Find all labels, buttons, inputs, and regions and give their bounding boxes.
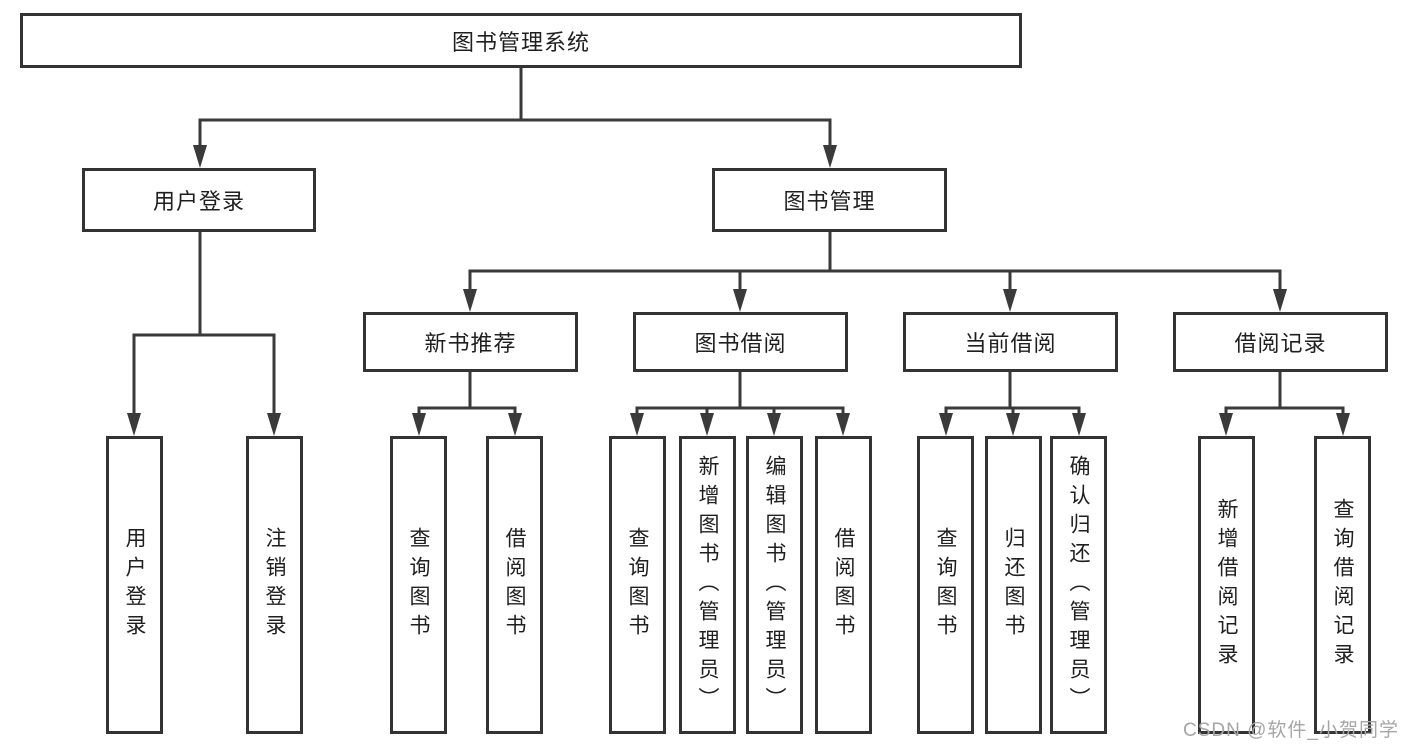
node-label: 当前借阅: [964, 331, 1057, 356]
node-new-book-recommend: 新书推荐: [363, 312, 578, 372]
leaf-query-books-borrow: 查询图书: [609, 436, 666, 734]
node-label: 新增借阅记录: [1215, 498, 1238, 672]
leaf-query-books-recommend: 查询图书: [390, 436, 447, 734]
node-label: 借阅记录: [1234, 331, 1327, 356]
node-label: 新书推荐: [424, 331, 517, 356]
node-label: 归还图书: [1002, 527, 1025, 643]
node-label: 查询借阅记录: [1331, 498, 1354, 672]
node-label: 用户登录: [123, 527, 146, 643]
node-borrow-records: 借阅记录: [1173, 312, 1388, 372]
node-label: 图书管理: [783, 189, 876, 214]
node-user-login: 用户登录: [82, 168, 316, 232]
node-label: 用户登录: [152, 189, 245, 214]
node-book-borrow: 图书借阅: [633, 312, 848, 372]
node-label: 借阅图书: [832, 527, 855, 643]
leaf-borrow-books: 借阅图书: [815, 436, 872, 734]
node-label: 查询图书: [626, 527, 649, 643]
leaf-add-books-admin: 新增图书（管理员）: [679, 436, 736, 734]
node-label: 注销登录: [263, 527, 286, 643]
node-root-system: 图书管理系统: [20, 13, 1022, 68]
node-label: 图书管理系统: [451, 29, 590, 55]
leaf-query-borrow-record: 查询借阅记录: [1314, 436, 1371, 734]
node-label: 查询图书: [407, 527, 430, 643]
leaf-query-books-current: 查询图书: [917, 436, 974, 734]
leaf-user-login: 用户登录: [106, 436, 163, 734]
leaf-logout: 注销登录: [246, 436, 303, 734]
leaf-add-borrow-record: 新增借阅记录: [1198, 436, 1255, 734]
node-label: 确认归还（管理员）: [1067, 454, 1090, 716]
node-book-management: 图书管理: [712, 168, 947, 232]
node-label: 图书借阅: [694, 331, 787, 356]
node-label: 查询图书: [934, 527, 957, 643]
leaf-edit-books-admin: 编辑图书（管理员）: [746, 436, 803, 734]
leaf-confirm-return-admin: 确认归还（管理员）: [1050, 436, 1107, 734]
leaf-return-books: 归还图书: [985, 436, 1042, 734]
leaf-borrow-books-recommend: 借阅图书: [486, 436, 543, 734]
node-label: 新增图书（管理员）: [696, 454, 719, 716]
node-label: 编辑图书（管理员）: [763, 454, 786, 716]
node-label: 借阅图书: [503, 527, 526, 643]
node-current-borrow: 当前借阅: [903, 312, 1118, 372]
